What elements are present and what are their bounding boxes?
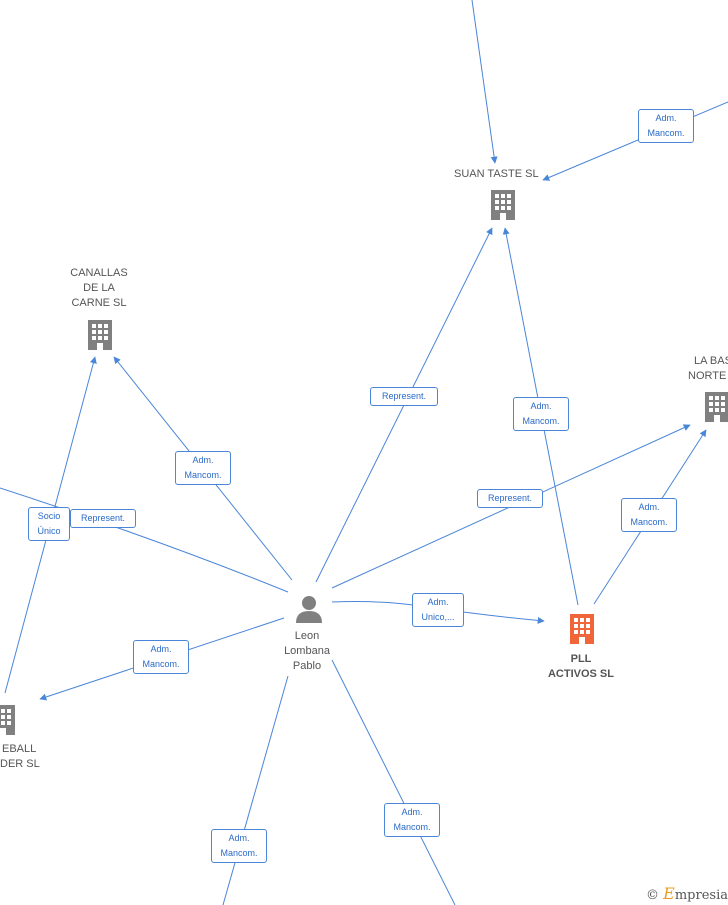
building-icon-highlight xyxy=(570,614,594,644)
company-label-line: EBALL xyxy=(2,743,37,755)
brand-initial: E xyxy=(663,884,675,903)
relation-text: Adm. xyxy=(401,807,423,817)
person-icon xyxy=(296,596,322,623)
company-label-line: CANALLAS xyxy=(70,267,128,279)
company-pll-activos[interactable]: PLL ACTIVOS SL xyxy=(536,652,626,682)
relation-text: Único xyxy=(37,526,61,536)
relation-text: Socio xyxy=(37,511,61,521)
relation-text: Adm. xyxy=(228,833,250,843)
edge-left-person xyxy=(0,487,289,593)
copyright-symbol: © xyxy=(646,888,660,903)
company-label-line: PLL xyxy=(570,653,592,665)
relation-text: Adm. xyxy=(427,597,449,607)
relation-text: Mancom. xyxy=(220,848,258,858)
relation-label[interactable]: Adm. Mancom. xyxy=(133,640,189,674)
relation-label[interactable]: Adm. Mancom. xyxy=(384,803,440,837)
relation-text: Represent. xyxy=(381,391,427,401)
company-label-line: CARNE SL xyxy=(71,297,127,309)
empresia-watermark: © Empresia xyxy=(646,884,728,903)
edge-person-bottom-left xyxy=(222,675,289,905)
relation-text: Adm. xyxy=(192,455,214,465)
edge-person-bottom-right xyxy=(331,659,456,905)
person-label-line: Pablo xyxy=(292,660,322,672)
relation-label[interactable]: Represent. xyxy=(477,489,543,508)
relation-text: Adm. xyxy=(655,113,677,123)
person-label-line: Leon xyxy=(294,630,320,642)
company-label-line: DER SL xyxy=(0,758,40,770)
company-eball-der[interactable]: EBALL DER SL xyxy=(0,742,40,772)
relation-text: Mancom. xyxy=(142,659,180,669)
relation-text: Mancom. xyxy=(630,517,668,527)
person-label-line: Lombana xyxy=(284,645,330,657)
relation-label[interactable]: Adm. Unico,... xyxy=(412,593,464,627)
relation-label[interactable]: Adm. Mancom. xyxy=(513,397,569,431)
relation-text: Unico,... xyxy=(421,612,455,622)
brand-name: mpresia xyxy=(674,888,728,903)
relation-label[interactable]: Adm. Mancom. xyxy=(175,451,231,485)
relation-text: Mancom. xyxy=(647,128,685,138)
relation-label[interactable]: Socio Único xyxy=(28,507,70,541)
company-la-base-norte[interactable]: LA BAS NORTE xyxy=(684,354,728,384)
relation-text: Adm. xyxy=(530,401,552,411)
relation-text: Mancom. xyxy=(522,416,560,426)
company-label-line: SUAN TASTE SL xyxy=(454,168,539,180)
person-leon-lombana-pablo[interactable]: Leon Lombana Pablo xyxy=(272,629,342,674)
edge-top-suan xyxy=(471,0,498,164)
relation-text: Mancom. xyxy=(184,470,222,480)
relation-label[interactable]: Represent. xyxy=(370,387,438,406)
building-icon xyxy=(88,320,112,350)
relation-text: Represent. xyxy=(487,493,533,503)
company-canallas[interactable]: CANALLAS DE LA CARNE SL xyxy=(66,266,132,311)
company-suan-taste[interactable]: SUAN TASTE SL xyxy=(454,167,539,182)
company-label-line: NORTE xyxy=(688,370,727,382)
building-icon xyxy=(0,705,15,735)
company-label-line: LA BAS xyxy=(694,355,728,367)
relation-text: Adm. xyxy=(150,644,172,654)
company-label-line: ACTIVOS SL xyxy=(547,668,614,680)
relation-text: Adm. xyxy=(638,502,660,512)
relation-text: Mancom. xyxy=(393,822,431,832)
relation-text: Represent. xyxy=(80,513,126,523)
edge-topright-suan xyxy=(542,101,728,181)
relation-label[interactable]: Adm. Mancom. xyxy=(211,829,267,863)
building-icon xyxy=(705,392,728,422)
relation-label[interactable]: Represent. xyxy=(70,509,136,528)
relation-label[interactable]: Adm. Mancom. xyxy=(621,498,677,532)
company-label-line: DE LA xyxy=(83,282,115,294)
building-icon xyxy=(491,190,515,220)
relation-label[interactable]: Adm. Mancom. xyxy=(638,109,694,143)
